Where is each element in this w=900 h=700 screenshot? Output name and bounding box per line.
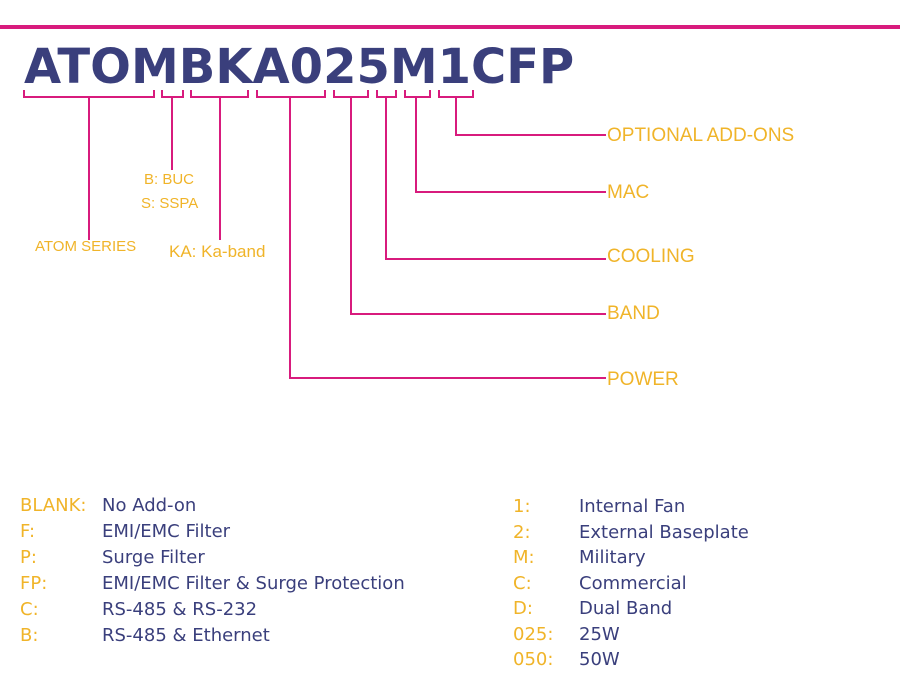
bracket-atom	[23, 90, 155, 98]
legend-code: D:	[513, 598, 533, 619]
top-accent-bar	[0, 25, 900, 29]
legend-options: 1: Internal Fan 2: External Baseplate M: Mi…	[513, 494, 813, 673]
legend-row: 050: 50W	[513, 647, 813, 673]
legend-desc: 25W	[579, 623, 620, 645]
bracket-type	[161, 90, 184, 98]
legend-desc: No Add-on	[102, 495, 197, 516]
connector-optional	[455, 97, 606, 136]
legend-code: BLANK:	[20, 495, 87, 516]
legend-row: F: EMI/EMC Filter	[20, 519, 470, 545]
legend-code: F:	[20, 521, 36, 542]
legend-add-ons: BLANK: No Add-on F: EMI/EMC Filter P: Surge…	[20, 493, 470, 649]
legend-code: FP:	[20, 573, 48, 594]
legend-row: C: Commercial	[513, 571, 813, 597]
legend-row: BLANK: No Add-on	[20, 493, 470, 519]
legend-code: M:	[513, 547, 535, 568]
label-power: POWER	[607, 369, 679, 390]
bracket-band-code	[190, 90, 249, 98]
legend-row: M: Military	[513, 545, 813, 571]
legend-row: C: RS-485 & RS-232	[20, 597, 470, 623]
bracket-mac	[404, 90, 431, 98]
legend-desc: Surge Filter	[102, 547, 205, 568]
legend-desc: External Baseplate	[579, 521, 749, 543]
legend-code: 050:	[513, 649, 554, 670]
label-mac: MAC	[607, 182, 650, 203]
label-band: BAND	[607, 303, 660, 324]
label-cooling: COOLING	[607, 246, 695, 267]
legend-row: 1: Internal Fan	[513, 494, 813, 520]
legend-code: B:	[20, 625, 39, 646]
bracket-optional	[438, 90, 474, 98]
legend-desc: Internal Fan	[579, 496, 686, 517]
connector-cooling	[385, 97, 606, 260]
label-type-sspa: S: SSPA	[141, 195, 199, 212]
legend-desc: Commercial	[579, 572, 687, 594]
bracket-cooling	[376, 90, 397, 98]
legend-row: 2: External Baseplate	[513, 520, 813, 546]
label-type-buc: B: BUC	[144, 171, 195, 188]
connector-mac	[415, 97, 606, 193]
bracket-power	[256, 90, 326, 98]
legend-code: C:	[20, 599, 39, 620]
legend-desc: EMI/EMC Filter & Surge Protection	[102, 573, 405, 594]
bracket-band	[333, 90, 369, 98]
legend-code: C:	[513, 572, 532, 594]
label-atom-series: ATOM SERIES	[35, 238, 137, 255]
legend-desc: Dual Band	[579, 598, 673, 619]
label-optional-add-ons: OPTIONAL ADD-ONS	[607, 125, 795, 146]
part-number-title: ATOMBKA025M1CFP	[24, 39, 575, 95]
legend-code: 1:	[513, 496, 531, 517]
legend-code: P:	[20, 547, 37, 568]
legend-desc: EMI/EMC Filter	[102, 521, 231, 542]
legend-desc: RS-485 & Ethernet	[102, 625, 270, 646]
legend-desc: RS-485 & RS-232	[102, 599, 258, 620]
legend-desc: Military	[579, 547, 646, 568]
legend-desc: 50W	[579, 649, 620, 670]
legend-code: 2:	[513, 521, 531, 543]
legend-row: D: Dual Band	[513, 596, 813, 622]
legend-row: B: RS-485 & Ethernet	[20, 623, 470, 649]
connector-band	[350, 97, 606, 315]
legend-row: 025: 25W	[513, 622, 813, 648]
connector-power	[289, 97, 606, 379]
legend-code: 025:	[513, 623, 554, 645]
legend-row: P: Surge Filter	[20, 545, 470, 571]
legend-row: FP: EMI/EMC Filter & Surge Protection	[20, 571, 470, 597]
label-band-code: KA: Ka-band	[169, 242, 266, 261]
